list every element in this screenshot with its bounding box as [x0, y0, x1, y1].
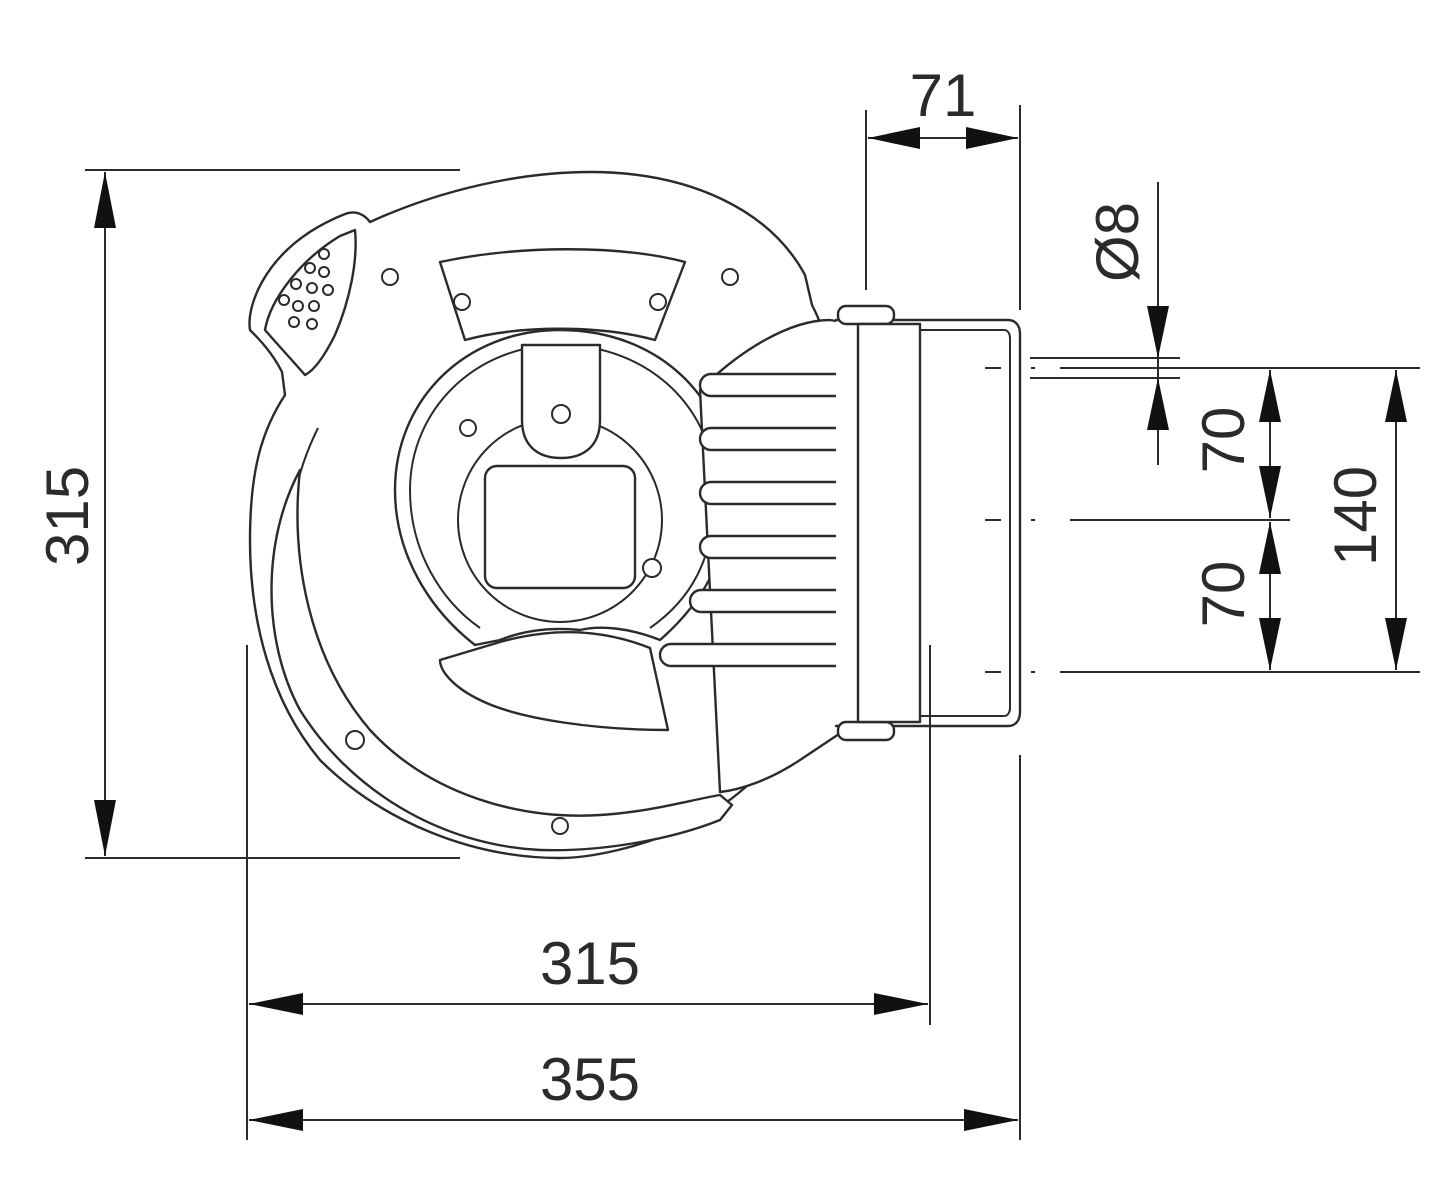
dimension-height: 315 — [34, 172, 116, 856]
dimension-hole-spacing-lower: 70 — [1190, 522, 1281, 670]
arrow-up — [1259, 370, 1281, 422]
arrow-left — [249, 1109, 303, 1131]
lower-segment — [438, 630, 670, 732]
arrow-right — [874, 993, 928, 1015]
dim-label-hole-spacing-total: 140 — [1322, 466, 1389, 566]
arrow-down — [1259, 618, 1281, 670]
grip-dots — [278, 248, 334, 330]
tab-hole-left — [453, 293, 471, 311]
top-tab — [438, 248, 687, 342]
housing-hole-bottom — [551, 817, 569, 835]
drum-inner-ring-left — [408, 344, 561, 629]
dim-label-hole-diameter: Ø8 — [1084, 202, 1151, 282]
hub-hole-right — [642, 558, 662, 578]
arrow-down — [1385, 618, 1407, 670]
dim-label-hole-spacing-upper: 70 — [1190, 407, 1257, 474]
arrow-up — [94, 172, 116, 228]
wall-bracket — [834, 304, 1022, 742]
dim-label-bracket-depth: 71 — [910, 62, 977, 129]
dimension-hole-spacing-total: 140 — [1322, 370, 1407, 670]
arrow-up — [1385, 370, 1407, 422]
center-lines — [985, 367, 1035, 673]
arrow-up — [1259, 522, 1281, 574]
dimension-hole-spacing-upper: 70 — [1190, 370, 1281, 518]
arrow-down — [94, 800, 116, 856]
dim-label-hole-spacing-lower: 70 — [1190, 561, 1257, 628]
housing-hole-top-left — [381, 268, 399, 286]
extension-lines — [85, 105, 1420, 1140]
arrow-right — [964, 1109, 1018, 1131]
dimension-width-total: 355 — [249, 1046, 1018, 1131]
dim-label-width-body: 315 — [540, 930, 640, 997]
hub-arm-hole — [551, 404, 571, 424]
hub-hole-left — [459, 419, 477, 437]
dim-label-width-total: 355 — [540, 1046, 640, 1113]
hub-square-boss — [483, 464, 637, 590]
dimension-width-body: 315 — [249, 930, 928, 1015]
arrow-up — [1147, 378, 1169, 430]
dim-label-height: 315 — [34, 466, 101, 566]
tab-hole-right — [649, 293, 667, 311]
arrow-down — [1259, 466, 1281, 518]
reel-body — [248, 170, 1022, 860]
dimension-hole-diameter: Ø8 — [1084, 202, 1169, 430]
housing-hole-top-right — [721, 268, 739, 286]
housing-hole-bottom-left — [345, 730, 365, 750]
dimension-bracket-depth: 71 — [868, 62, 1018, 149]
arrow-left — [868, 127, 920, 149]
arrow-right — [966, 127, 1018, 149]
hub-arm — [520, 343, 602, 460]
arrow-left — [249, 993, 303, 1015]
housing-lower-lip — [270, 468, 734, 852]
arrow-down — [1147, 306, 1169, 358]
